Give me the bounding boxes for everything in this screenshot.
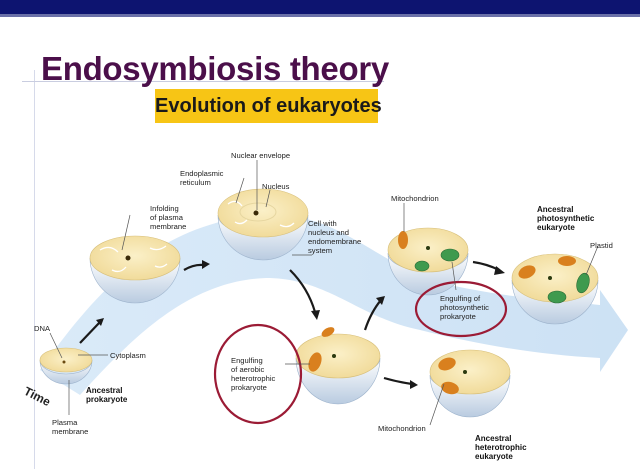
cell-nucleus-endomembrane	[217, 188, 309, 261]
mitochondrion	[398, 231, 408, 249]
mitochondrion	[518, 265, 536, 279]
label-photo-engulf-1: Engulfing of	[440, 294, 481, 303]
flow-arrows	[79, 260, 505, 389]
highlight-aerobic-engulfing	[213, 323, 303, 425]
time-flow-band	[40, 214, 628, 395]
label-nucleus: Nucleus	[262, 182, 290, 191]
mitochondrion	[438, 357, 456, 371]
label-ancestral-prokaryote-1: Ancestral	[86, 386, 123, 395]
label-nuclear-envelope: Nuclear envelope	[231, 151, 291, 160]
label-photo-engulf-2: photosynthetic	[440, 303, 489, 312]
label-endoplasmic-reticulum-2: reticulum	[180, 178, 211, 187]
label-infolding-1: Infolding	[150, 204, 179, 213]
label-aerobic-4: prokaryote	[231, 383, 267, 392]
slide-decor-horizontal-line	[22, 81, 384, 82]
label-aerobic-2: of aerobic	[231, 365, 265, 374]
label-cell-with-4: system	[308, 246, 333, 255]
label-plastid: Plastid	[590, 241, 613, 250]
cell-engulfing-aerobic	[295, 327, 381, 405]
label-photo-euk-2: photosynthetic	[537, 214, 595, 223]
slide-title: Endosymbiosis theory	[41, 50, 389, 87]
label-photo-engulf-3: prokaryote	[440, 312, 476, 321]
plastid	[414, 260, 430, 272]
plastid	[576, 272, 590, 294]
mitochondrion	[308, 352, 322, 372]
highlight-photosynthetic-engulfing	[414, 280, 508, 338]
cell-infolding	[89, 235, 181, 304]
label-mitochondrion-top: Mitochondrion	[391, 194, 439, 203]
cell-ancestral-prokaryote	[39, 347, 93, 385]
cell-engulfing-photosynthetic	[387, 227, 469, 296]
label-photo-euk-3: eukaryote	[537, 223, 575, 232]
label-cell-with-2: nucleus and	[308, 228, 349, 237]
label-hetero-euk-1: Ancestral	[475, 434, 512, 443]
label-cell-with-1: Cell with	[308, 219, 337, 228]
mitochondrion-entering	[321, 327, 335, 337]
label-hetero-euk-3: eukaryote	[475, 452, 513, 461]
label-leader-lines	[49, 160, 599, 426]
cell-ancestral-heterotrophic-eukaryote	[429, 349, 511, 418]
label-aerobic-3: heterotrophic	[231, 374, 276, 383]
label-photo-euk-1: Ancestral	[537, 205, 574, 214]
mitochondrion	[558, 256, 576, 266]
slide-subtitle: Evolution of eukaryotes	[155, 89, 382, 123]
label-cell-with-3: endomembrane	[308, 237, 362, 246]
label-cytoplasm: Cytoplasm	[110, 351, 146, 360]
label-mitochondrion-bottom: Mitochondrion	[378, 424, 426, 433]
label-infolding-2: of plasma	[150, 213, 183, 222]
mitochondrion	[441, 381, 459, 395]
plastid	[547, 290, 567, 304]
label-dna: DNA	[34, 324, 51, 333]
label-ancestral-prokaryote-2: prokaryote	[86, 395, 128, 404]
label-endoplasmic-reticulum-1: Endoplasmic	[180, 169, 224, 178]
label-infolding-3: membrane	[150, 222, 187, 231]
cell-ancestral-photosynthetic-eukaryote	[511, 253, 599, 325]
label-plasma-membrane-1: Plasma	[52, 418, 78, 427]
label-plasma-membrane-2: membrane	[52, 427, 89, 436]
slide-top-bar	[0, 0, 640, 17]
slide-decor-vertical-line	[34, 70, 35, 469]
plastid-entering	[440, 248, 460, 262]
label-hetero-euk-2: heterotrophic	[475, 443, 527, 452]
label-aerobic-1: Engulfing	[231, 356, 263, 365]
